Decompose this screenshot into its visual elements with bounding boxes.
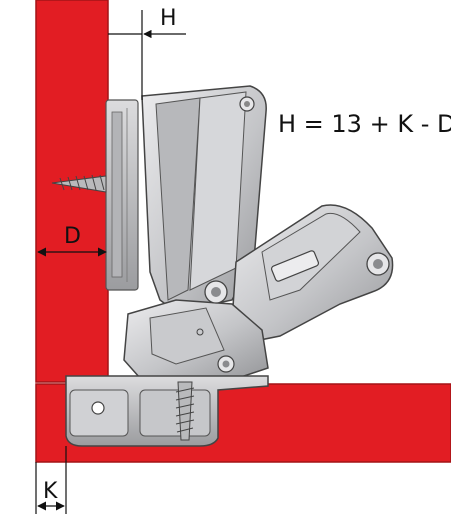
hinge-arm <box>123 85 394 379</box>
hinge-cup <box>65 375 269 447</box>
dimension-h: H <box>108 6 186 100</box>
side-panel <box>35 0 109 383</box>
dimension-k: K <box>35 446 67 514</box>
d-label: D <box>64 224 81 249</box>
mounting-plate <box>105 99 139 291</box>
k-label: K <box>43 479 58 504</box>
formula-text: H = 13 + K - D <box>278 110 451 138</box>
screw <box>51 174 107 193</box>
h-label: H <box>160 6 177 31</box>
dimension-d: D <box>37 224 107 257</box>
